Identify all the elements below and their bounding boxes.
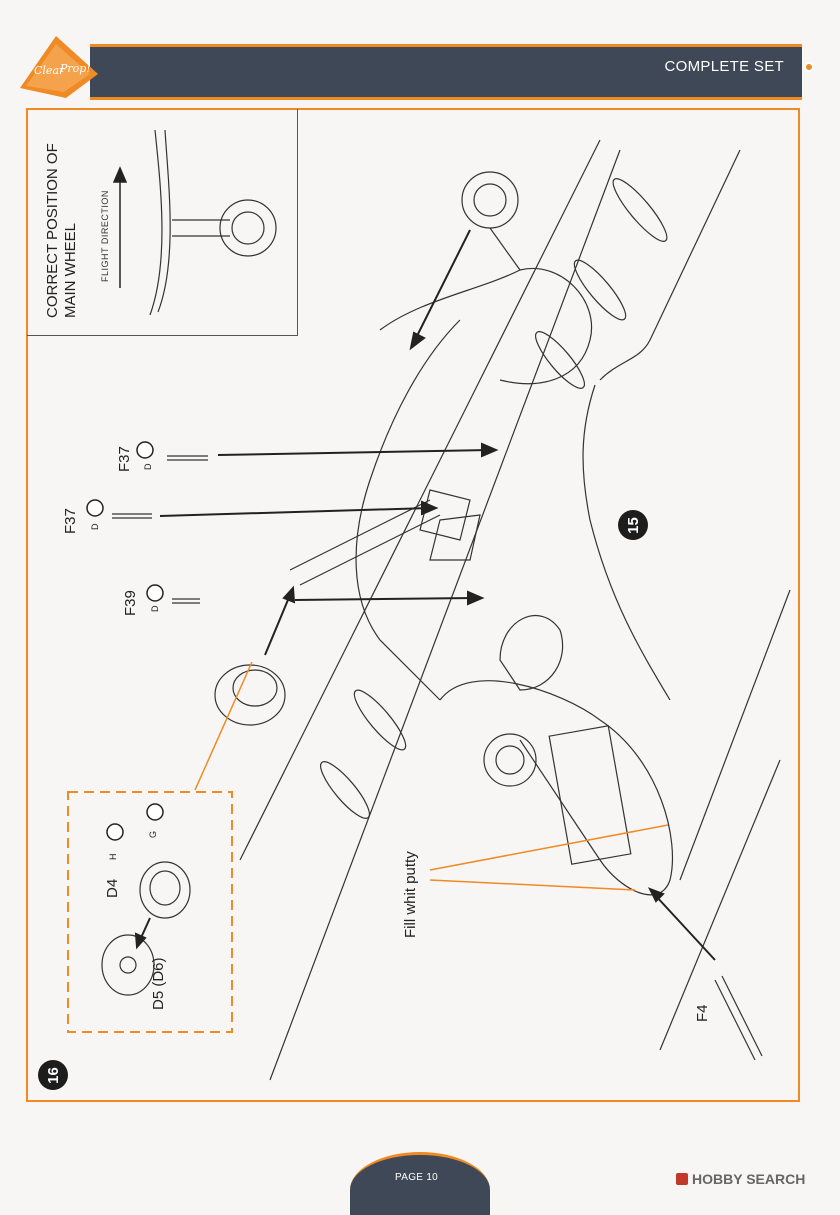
part-h-label: H: [108, 853, 118, 861]
watermark-icon: [676, 1173, 688, 1185]
part-d5-label: D5 (D6): [150, 957, 167, 1010]
content-frame: [26, 108, 800, 1102]
step-16-badge: 16: [38, 1060, 68, 1090]
part-f39-sprue: D: [150, 605, 160, 613]
watermark-text: HOBBY SEARCH: [692, 1171, 806, 1187]
part-d4-label: D4: [104, 878, 121, 898]
inset-title-line1: CORRECT POSITION OF: [44, 143, 61, 318]
logo-text-1: Clear: [34, 64, 65, 77]
part-f37-mid-sprue: D: [90, 523, 100, 531]
page-number: PAGE 10: [395, 1172, 439, 1183]
watermark: HOBBY SEARCH: [676, 1171, 805, 1187]
inset-title: CORRECT POSITION OF MAIN WHEEL: [44, 138, 80, 318]
header-band: [90, 44, 802, 100]
step-15-badge: 15: [618, 510, 648, 540]
step-15-number: 15: [624, 516, 642, 534]
part-f39-label: F39: [122, 590, 139, 616]
header-title: COMPLETE SET: [664, 58, 784, 75]
logo-text-2: Prop!: [59, 62, 91, 75]
inset-panel: [27, 109, 298, 336]
part-f37-top-label: F37: [116, 446, 133, 472]
part-f4-label: F4: [694, 1004, 711, 1022]
header-bullet-icon: [804, 62, 814, 72]
putty-note: Fill whit putty: [402, 851, 419, 938]
inset-title-line2: MAIN WHEEL: [62, 222, 79, 318]
brand-logo: Clear Prop!: [20, 36, 98, 98]
part-g-label: G: [148, 830, 158, 838]
part-f37-top-sprue: D: [143, 463, 153, 471]
part-f37-mid-label: F37: [62, 508, 79, 534]
flight-direction-label: FLIGHT DIRECTION: [100, 190, 110, 282]
step-16-number: 16: [44, 1066, 62, 1084]
